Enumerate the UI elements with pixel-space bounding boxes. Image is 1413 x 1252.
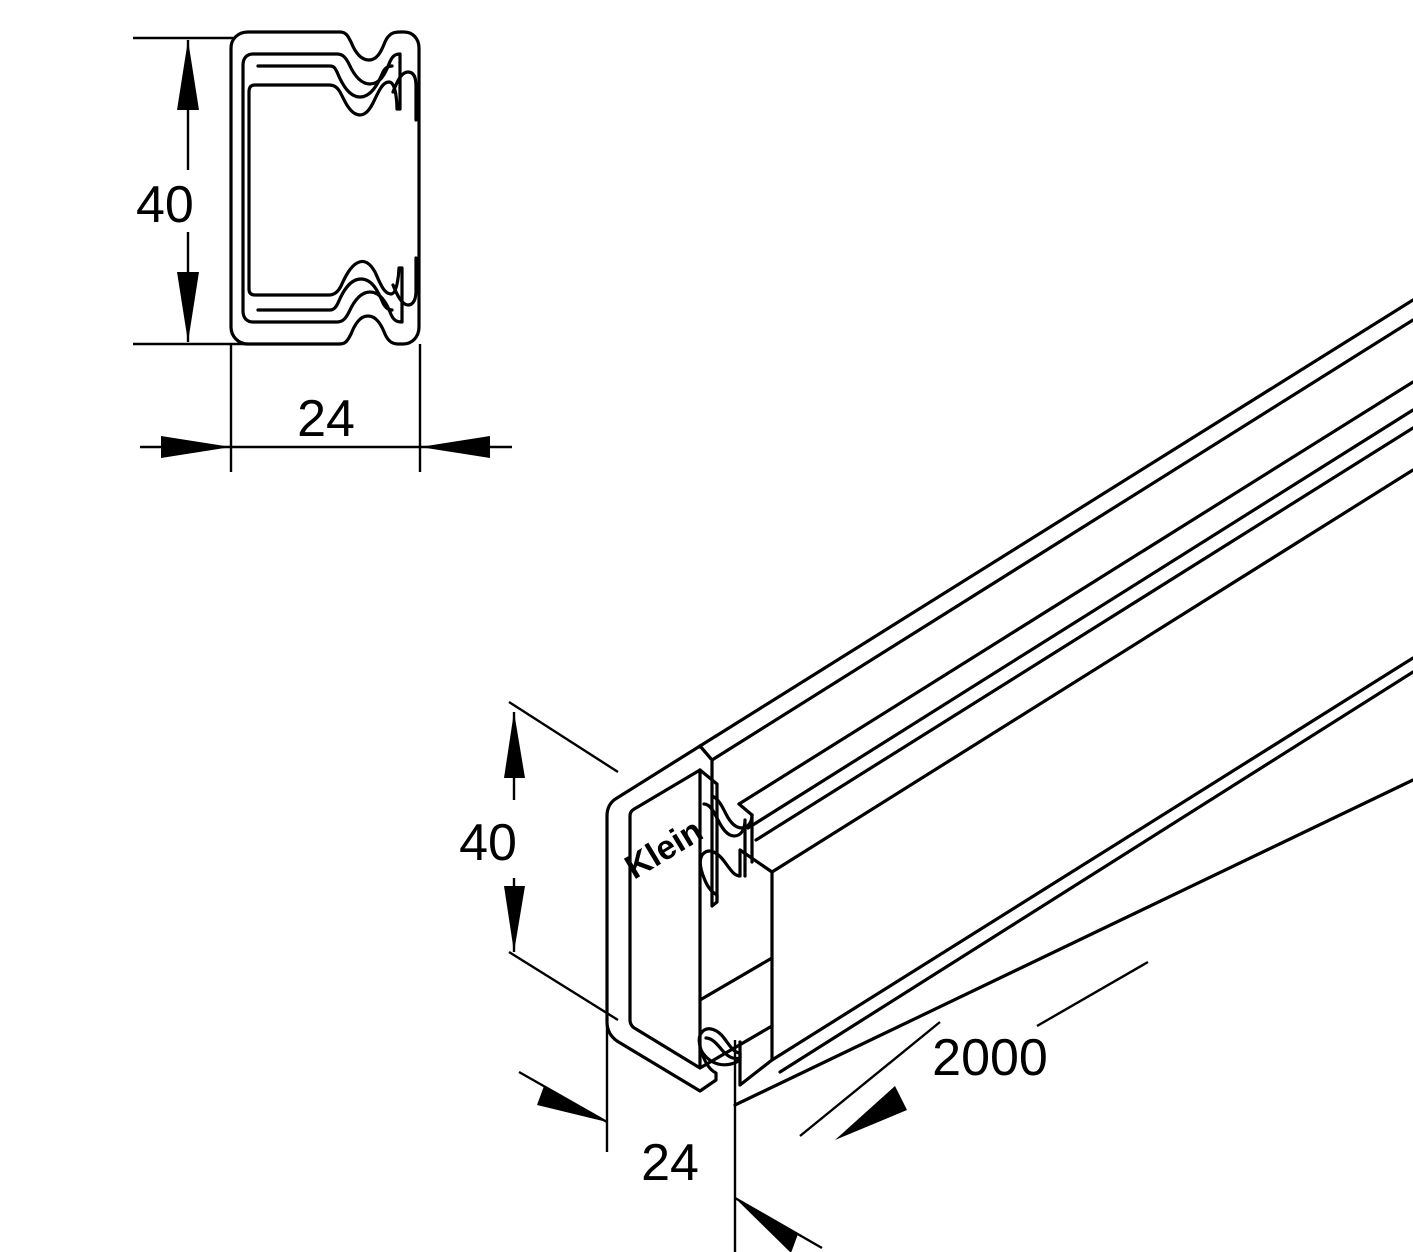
arrowhead-down bbox=[177, 272, 199, 342]
cross-section-view: 40 24 bbox=[133, 30, 512, 472]
iso-extension-line-bottom bbox=[508, 950, 619, 1022]
cross-section-height-dimension: 40 bbox=[136, 40, 199, 342]
arrowhead-right bbox=[420, 436, 490, 458]
dimension-label-iso-width: 24 bbox=[641, 1134, 699, 1192]
extrusion-long-edges bbox=[698, 298, 1413, 1107]
arrowhead-left bbox=[161, 436, 231, 458]
iso-length-arrowhead bbox=[835, 1086, 907, 1140]
iso-length-leader-upper bbox=[1036, 960, 1149, 1028]
edge-lid-channel-upper bbox=[737, 380, 1413, 806]
iso-top-corner-fold bbox=[698, 768, 719, 902]
edge-front-bottom-inner bbox=[778, 670, 1413, 1074]
iso-height-dimension: 40 bbox=[459, 700, 619, 1022]
edge-lid-channel-lower bbox=[754, 426, 1413, 842]
iso-length-leader-lower bbox=[799, 1021, 941, 1137]
snap-groove-upper bbox=[391, 70, 418, 122]
arrowhead-up bbox=[177, 40, 199, 110]
iso-inner-shelf-line bbox=[698, 956, 774, 1002]
profile-inner-wall bbox=[241, 52, 404, 324]
iso-arrowhead-down bbox=[504, 886, 525, 952]
profile-cavity-outline-bottom bbox=[256, 277, 394, 312]
iso-top-fold-edge bbox=[698, 744, 714, 762]
iso-width-arrowhead-left bbox=[537, 1086, 607, 1122]
edge-top-back-outer bbox=[698, 298, 1413, 748]
edge-front-top bbox=[770, 468, 1413, 874]
edge-front-bottom-outer bbox=[770, 656, 1413, 1062]
iso-snap-hook-upper-2 bbox=[710, 794, 754, 830]
dimension-label-iso-length: 2000 bbox=[932, 1029, 1048, 1087]
dimension-label-iso-height: 40 bbox=[459, 814, 517, 872]
iso-width-dimension: 24 bbox=[518, 952, 823, 1252]
isometric-view: Klein 40 24 bbox=[459, 298, 1413, 1252]
iso-width-arrowhead-right bbox=[735, 1198, 798, 1252]
edge-base-receding bbox=[733, 778, 1413, 1107]
dimension-label-section-height: 40 bbox=[136, 176, 194, 234]
edge-lid-channel-mid bbox=[746, 408, 1413, 830]
cross-section-width-dimension: 24 bbox=[140, 390, 512, 458]
iso-lid-lip-detail bbox=[737, 802, 754, 817]
edge-top-back-inner bbox=[710, 318, 1413, 762]
snap-groove-lower bbox=[391, 256, 418, 307]
iso-extension-line-top bbox=[508, 700, 619, 774]
iso-arrowhead-up bbox=[504, 712, 525, 778]
dimension-label-section-width: 24 bbox=[297, 390, 355, 448]
profile-outer-wall bbox=[229, 30, 421, 346]
iso-length-dimension: 2000 bbox=[799, 960, 1149, 1140]
profile-cavity-outline bbox=[256, 64, 394, 99]
